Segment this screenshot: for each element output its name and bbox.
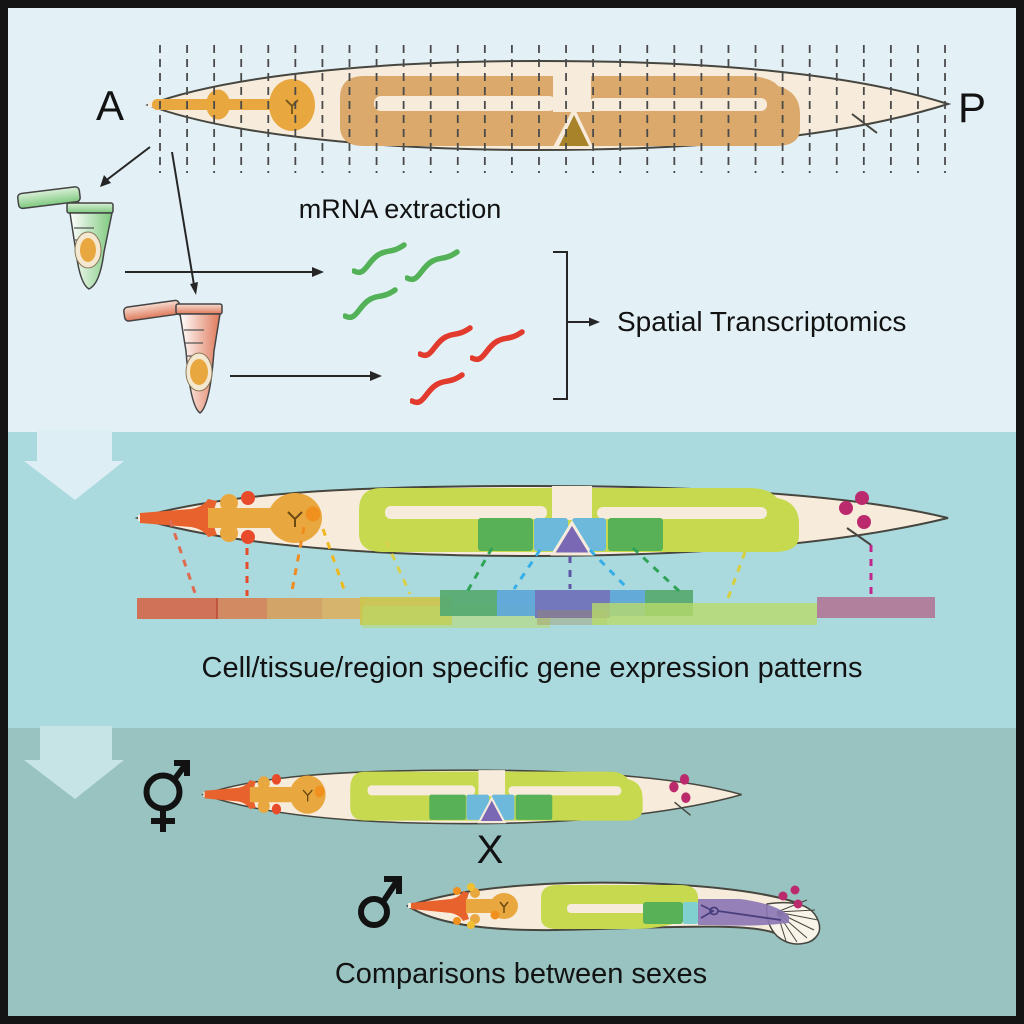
workflow-arrows: [100, 146, 600, 400]
mrna-extraction-caption: mRNA extraction: [298, 194, 502, 224]
cross-label: X: [476, 828, 504, 872]
worm-hermaphrodite: [202, 768, 743, 825]
cryosection-lines: [159, 45, 946, 173]
worm-male: [405, 881, 821, 945]
anterior-label: A: [96, 82, 125, 129]
mrna-squiggle-green-icon: [343, 287, 398, 321]
tube-green-icon: [16, 186, 114, 290]
mrna-squiggle-red-icon: [410, 372, 465, 406]
spatial-transcriptomics-caption: Spatial Transcriptomics: [617, 306, 907, 337]
down-arrow-icon: [24, 430, 124, 500]
expression-leader-lines: [168, 519, 873, 602]
posterior-label: P: [958, 84, 987, 131]
mrna-squiggle-red-icon: [418, 325, 473, 359]
male-symbol-icon: [358, 876, 402, 928]
section-expression: [0, 432, 1024, 728]
expression-patterns-caption: Cell/tissue/region specific gene express…: [201, 652, 863, 684]
sex-comparison-caption: Comparisons between sexes: [334, 958, 708, 990]
worm-sectioned: [145, 59, 952, 152]
mrna-squiggle-green-icon: [352, 242, 407, 276]
mrna-squiggle-red-icon: [470, 329, 525, 363]
hermaphrodite-symbol-icon: [143, 760, 190, 832]
down-arrow-icon: [24, 726, 124, 799]
tube-red-icon: [123, 299, 223, 414]
mrna-squiggle-green-icon: [405, 249, 460, 283]
